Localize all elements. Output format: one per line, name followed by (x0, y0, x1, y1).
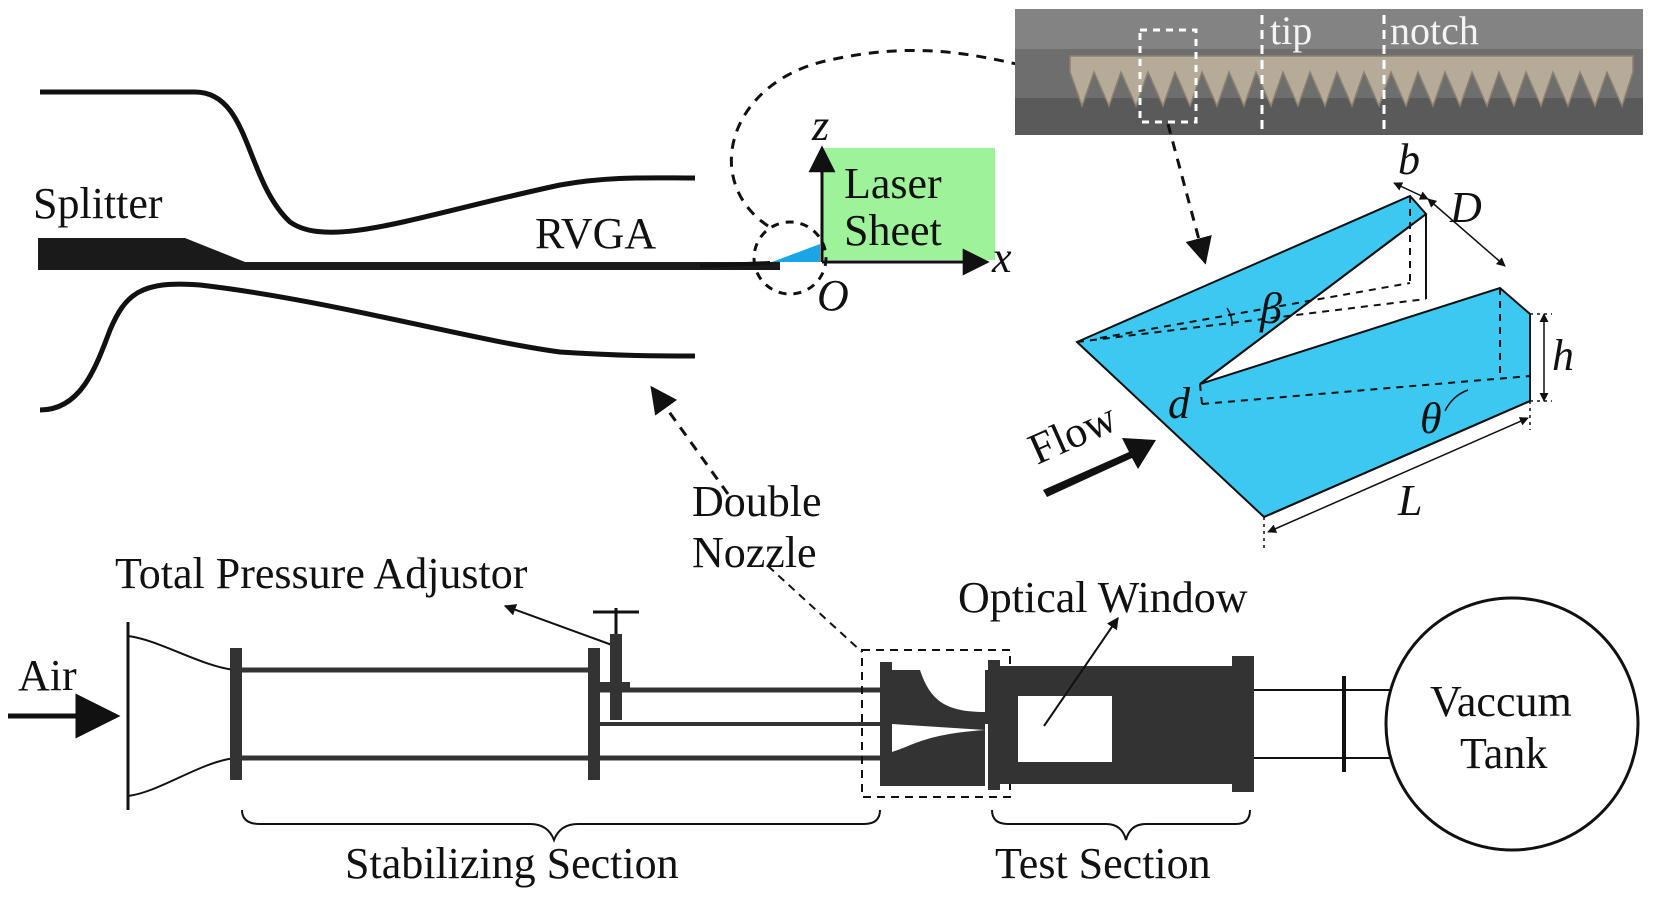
laser-sheet-label-2: Sheet (844, 206, 942, 255)
double-nozzle-block (861, 649, 1011, 798)
section-braces (241, 809, 1251, 843)
vacuum-tank-label-1: Vaccum (1430, 677, 1572, 726)
photo-to-vg-arrow (1166, 123, 1212, 265)
splitter-label: Splitter (33, 179, 163, 228)
test-section-label: Test Section (995, 839, 1211, 888)
zoom-dashed-arrow (729, 48, 1053, 228)
splitter-plate (38, 238, 780, 270)
laser-sheet (823, 148, 995, 260)
double-nozzle-leader (767, 565, 863, 653)
nozzle-zoom-arrow (650, 385, 730, 495)
rvga-label: RVGA (535, 209, 656, 258)
diffuser (1254, 596, 1640, 852)
vacuum-tank (1384, 596, 1640, 852)
photo-notch-label: notch (1390, 8, 1479, 53)
air-label: Air (18, 651, 77, 700)
dim-d-label: d (1168, 379, 1191, 428)
x-axis-label: x (991, 233, 1012, 282)
origin-label: O (817, 271, 849, 320)
adjustor-arrow (503, 604, 613, 646)
rvga-photo (1015, 9, 1643, 135)
flow-arrow-icon (1043, 438, 1156, 497)
angle-beta-label: β (1259, 284, 1282, 333)
dim-b-label: b (1398, 135, 1420, 184)
dim-D-label: D (1449, 183, 1482, 232)
zoom-circle (752, 220, 828, 296)
nozzle-contour (39, 89, 696, 413)
lower-nozzle-wall (39, 281, 696, 413)
dim-h-label: h (1552, 331, 1574, 380)
rvga-edge (699, 261, 771, 268)
test-section-block (1000, 656, 1254, 792)
upper-nozzle-wall (40, 89, 696, 235)
optical-window-label: Optical Window (958, 573, 1248, 622)
wind-tunnel (126, 608, 880, 810)
vortex-generator-3d (1043, 182, 1552, 548)
optical-window-arrow (1043, 617, 1119, 727)
z-axis-label: z (811, 101, 829, 150)
photo-tip-label: tip (1270, 8, 1312, 53)
total-pressure-adjustor-label: Total Pressure Adjustor (115, 549, 528, 598)
double-nozzle-label-2: Nozzle (692, 528, 817, 577)
stabilizing-section-label: Stabilizing Section (345, 839, 679, 888)
double-nozzle-label-1: Double (692, 477, 822, 526)
laser-sheet-label-1: Laser (844, 159, 942, 208)
dim-L-label: L (1397, 476, 1422, 525)
rvga-strip (1069, 55, 1634, 109)
rvga-small-tip (772, 244, 820, 262)
angle-theta-label: θ (1420, 394, 1442, 443)
vacuum-tank-label-2: Tank (1460, 729, 1547, 778)
